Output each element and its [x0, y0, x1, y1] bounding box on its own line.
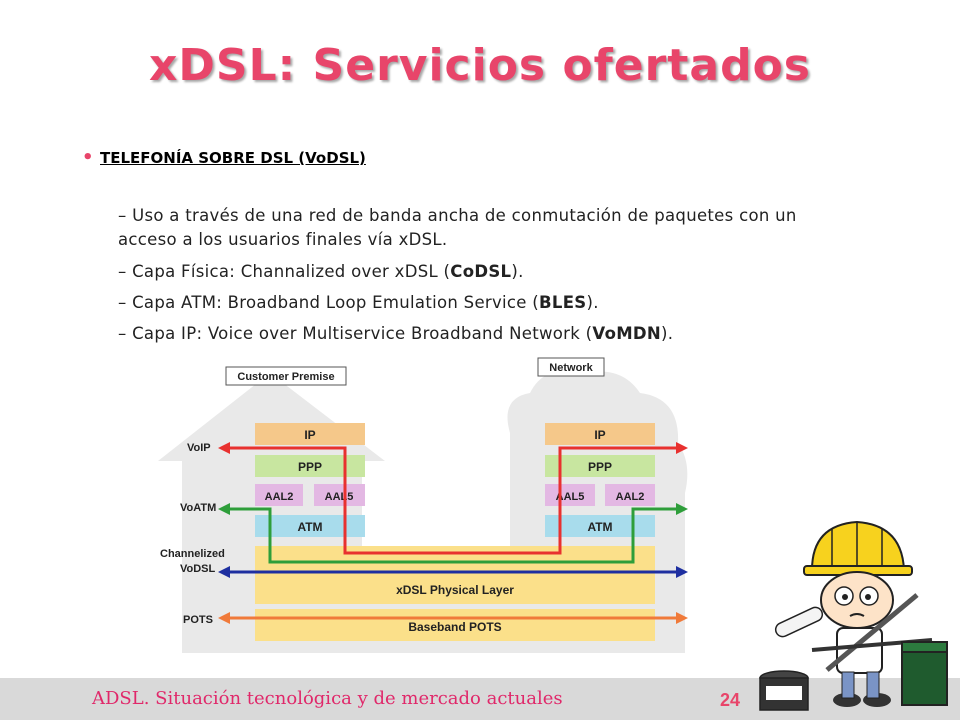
vodsl-label: VoDSL: [180, 563, 216, 575]
engineer-mascot-icon: [759, 520, 948, 711]
sub-item-3-end: ).: [586, 293, 599, 312]
pots-arrow-right-icon: [676, 612, 688, 624]
sub-item-1-text: – Uso a través de una red de banda ancha…: [118, 206, 797, 249]
voip-arrow-left-icon: [218, 442, 230, 454]
sub-item-4-bold: VoMDN: [592, 324, 662, 343]
left-ppp-label: PPP: [298, 460, 322, 474]
bullet-dot-icon: •: [82, 147, 94, 168]
bullet-heading: • TELEFONÍA SOBRE DSL (VoDSL): [82, 147, 366, 168]
left-aal5-label: AAL5: [325, 491, 354, 503]
network-label: Network: [549, 362, 593, 374]
page-number: 24: [720, 690, 741, 710]
sub-item-2: – Capa Física: Channalized over xDSL (Co…: [118, 260, 858, 284]
left-atm-label: ATM: [297, 520, 322, 534]
sub-item-4-end: ).: [661, 324, 674, 343]
voatm-label: VoATM: [180, 502, 216, 514]
right-aal2-label: AAL2: [616, 491, 645, 503]
voatm-arrow-right-icon: [676, 503, 688, 515]
pots-layer-label: Baseband POTS: [408, 620, 501, 634]
bullet-heading-label: TELEFONÍA SOBRE DSL (VoDSL): [100, 149, 366, 167]
sub-item-2-bold: CoDSL: [450, 262, 512, 281]
vodsl-protocol-diagram: Customer Premise Network IP PPP AAL2 AAL…: [150, 353, 690, 658]
right-ip-label: IP: [594, 428, 605, 442]
sub-item-2-end: ).: [511, 262, 524, 281]
customer-premise-label: Customer Premise: [237, 371, 334, 383]
voatm-path-line: [228, 507, 678, 564]
sub-item-4: – Capa IP: Voice over Multiservice Broad…: [118, 322, 858, 346]
sub-item-3: – Capa ATM: Broadband Loop Emulation Ser…: [118, 291, 858, 315]
right-ppp-label: PPP: [588, 460, 612, 474]
voip-path-line: [228, 446, 678, 555]
vodsl-arrow-right-icon: [676, 566, 688, 578]
vodsl-arrow-left-icon: [218, 566, 230, 578]
footer-text: ADSL. Situación tecnológica y de mercado…: [92, 688, 563, 709]
sub-item-1: – Uso a través de una red de banda ancha…: [118, 204, 858, 252]
xdsl-layer-label: xDSL Physical Layer: [396, 583, 514, 597]
sub-item-4-text: – Capa IP: Voice over Multiservice Broad…: [118, 324, 593, 343]
left-ip-label: IP: [304, 428, 315, 442]
right-aal5-label: AAL5: [556, 491, 585, 503]
voip-arrow-right-icon: [676, 442, 688, 454]
voip-label: VoIP: [187, 442, 211, 454]
voatm-arrow-left-icon: [218, 503, 230, 515]
sub-item-3-bold: BLES: [539, 293, 587, 312]
channelized-label: Channelized: [160, 548, 225, 560]
left-aal2-label: AAL2: [265, 491, 294, 503]
pots-arrow-left-icon: [218, 612, 230, 624]
right-atm-label: ATM: [587, 520, 612, 534]
sub-item-2-text: – Capa Física: Channalized over xDSL (: [118, 262, 451, 281]
pots-label: POTS: [183, 614, 213, 626]
slide-title: xDSL: Servicios ofertados: [149, 40, 811, 91]
sub-item-3-text: – Capa ATM: Broadband Loop Emulation Ser…: [118, 293, 540, 312]
